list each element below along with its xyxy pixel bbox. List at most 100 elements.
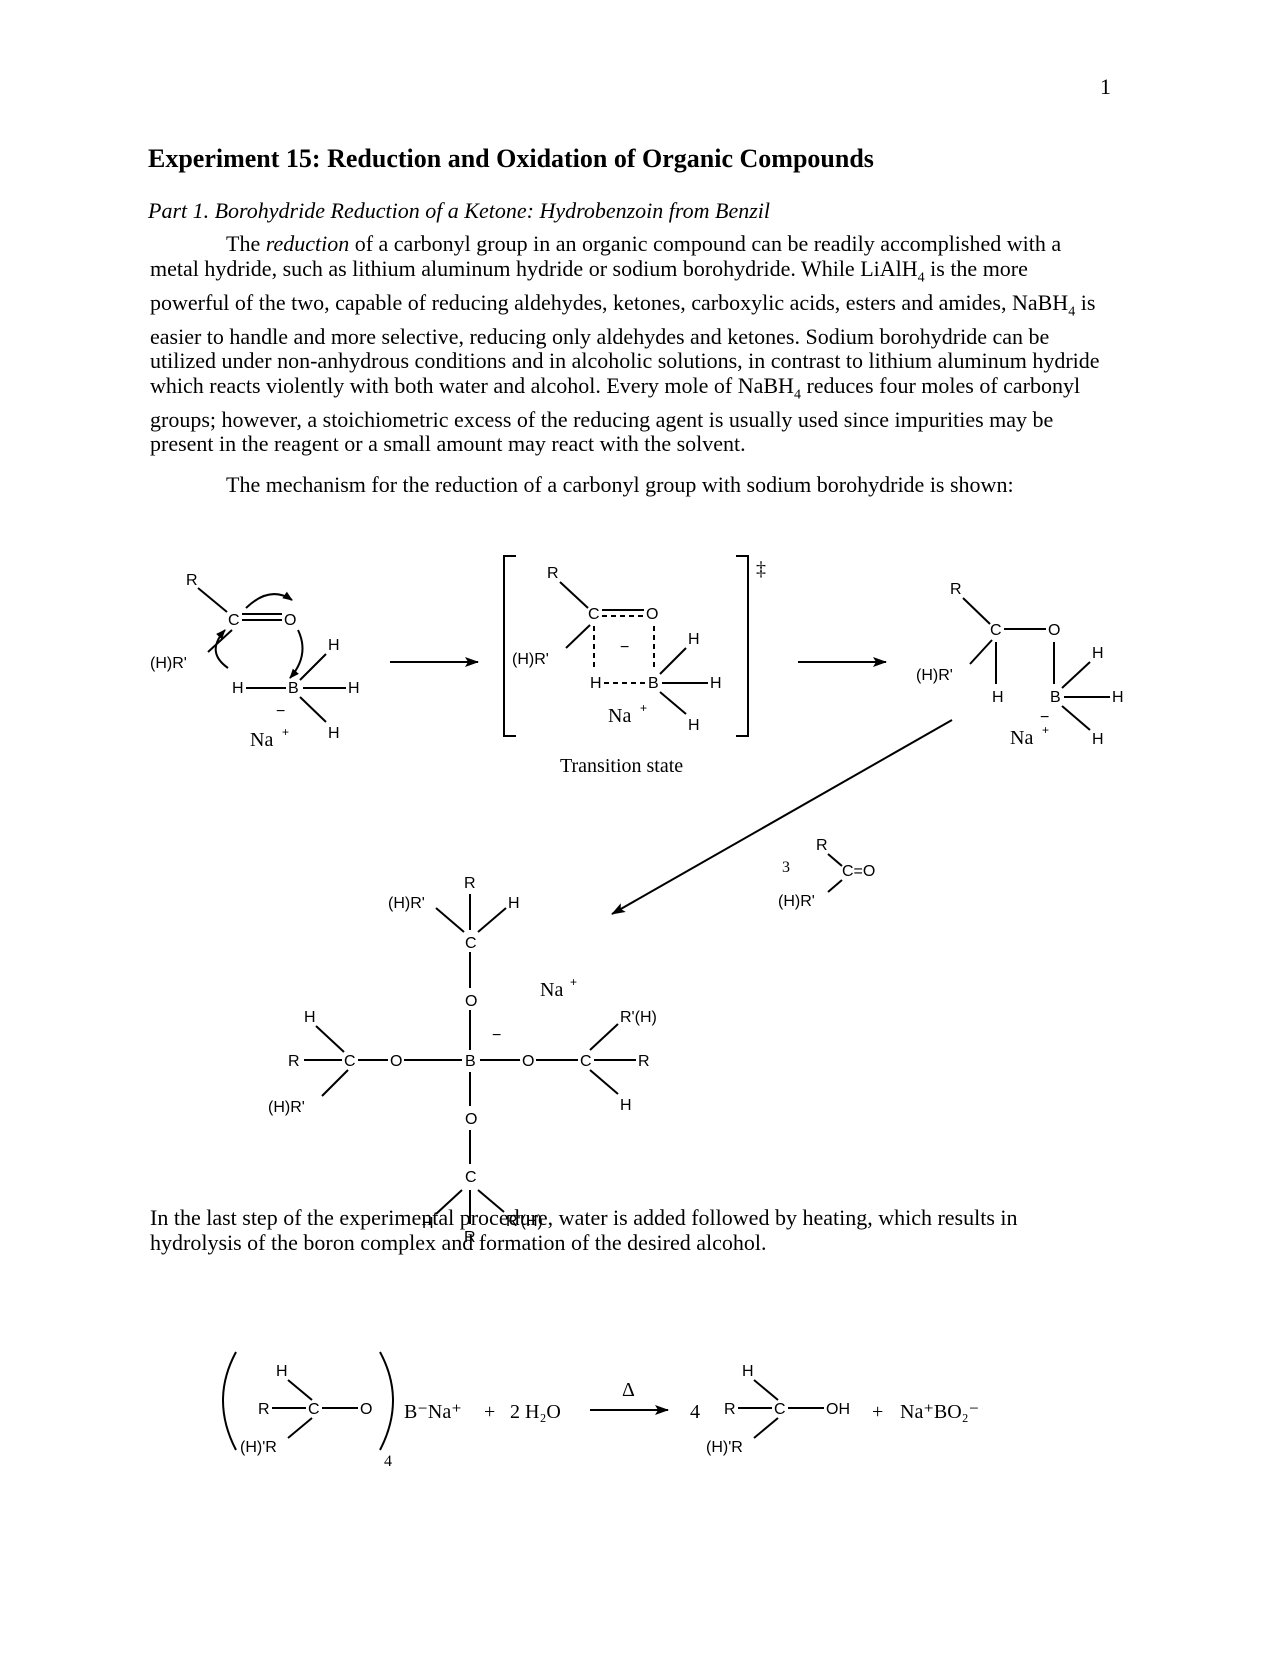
- atom-h: H: [1092, 731, 1104, 748]
- hydroxyl-group: OH: [826, 1401, 850, 1418]
- hydrolysis-paragraph: In the last step of the experimental pro…: [150, 1205, 1018, 1255]
- intro-emphasis: reduction: [265, 231, 350, 256]
- atom-h: H: [992, 689, 1004, 706]
- minus-sign: −: [276, 703, 285, 720]
- alkoxyborohydride: R C O (H)R' H B H H H − Na +: [916, 581, 1124, 749]
- minus-sign: −: [1040, 709, 1049, 726]
- atom-o: O: [284, 612, 296, 629]
- plus-sign: +: [1042, 723, 1049, 737]
- atom-h: H: [688, 717, 700, 734]
- atom-h: H: [742, 1363, 754, 1380]
- atom-r: R: [464, 1229, 476, 1246]
- atom-h: H: [710, 675, 722, 692]
- atom-o: O: [360, 1401, 372, 1418]
- atom-h: H: [348, 680, 360, 697]
- atom-o: O: [390, 1053, 402, 1070]
- atom-o: O: [465, 993, 477, 1010]
- part-heading: Part 1. Borohydride Reduction of a Keton…: [148, 198, 771, 223]
- atom-b: B: [1050, 689, 1061, 706]
- coefficient-4: 4: [690, 1401, 700, 1423]
- intro-text-0: The: [226, 231, 266, 256]
- atom-c: C: [588, 606, 600, 623]
- plus-sign: +: [484, 1401, 495, 1423]
- atom-c: C: [344, 1053, 356, 1070]
- mechanism-intro: The mechanism for the reduction of a car…: [226, 472, 1014, 497]
- metaborate: Na⁺BO₂⁻: [900, 1401, 979, 1423]
- page-number: 1: [1100, 74, 1111, 99]
- sodium-ion: Na: [250, 729, 273, 751]
- atom-o: O: [1048, 622, 1060, 639]
- atom-h: H: [590, 675, 602, 692]
- plus-sign: +: [570, 975, 577, 989]
- atom-h: H: [328, 725, 340, 742]
- atom-c: C: [580, 1053, 592, 1070]
- transition-state-label: Transition state: [560, 755, 683, 777]
- plus-sign: +: [282, 725, 289, 739]
- substituent-rh: R'(H): [506, 1213, 543, 1230]
- tetraalkoxyborate: R (H)R' H C O Na + − B O C R H (H)R' O C…: [268, 875, 657, 1246]
- atom-c: C: [465, 1169, 477, 1186]
- atom-r: R: [950, 581, 962, 598]
- substituent-hr: (H)R': [512, 651, 549, 668]
- atom-h: H: [688, 631, 700, 648]
- intro-text-3: is easier to handle and more selective, …: [150, 289, 1100, 398]
- water: 2 H₂O: [510, 1401, 561, 1423]
- atom-h: H: [1112, 689, 1124, 706]
- atom-h: H: [232, 680, 244, 697]
- substituent-hr2: (H)'R: [240, 1439, 277, 1456]
- atom-h: H: [276, 1363, 288, 1380]
- intro-text-2: is the more powerful of the two, capable…: [150, 255, 1069, 315]
- double-dagger: ‡: [756, 558, 766, 580]
- coefficient-3: 3: [782, 859, 790, 876]
- atom-r: R: [258, 1401, 270, 1418]
- atom-b: B: [465, 1053, 476, 1070]
- subscript: 4: [1068, 303, 1076, 319]
- atom-b: B: [648, 675, 659, 692]
- subscript: 4: [793, 387, 801, 403]
- atom-h: H: [620, 1097, 632, 1114]
- subscript-4: 4: [384, 1453, 392, 1470]
- atom-h: H: [508, 895, 520, 912]
- atom-r: R: [288, 1053, 300, 1070]
- substituent-hr: (H)R': [150, 655, 187, 672]
- atom-c: C: [308, 1401, 320, 1418]
- substituent-hr: (H)R': [916, 667, 953, 684]
- reactant-structure: R C O (H)R' H B H H H − Na +: [150, 572, 360, 751]
- plus-sign: +: [640, 701, 647, 715]
- atom-r: R: [724, 1401, 736, 1418]
- atom-h: H: [1092, 645, 1104, 662]
- minus-sign: −: [620, 639, 629, 656]
- atom-r: R: [638, 1053, 650, 1070]
- substituent-hr: (H)R': [388, 895, 425, 912]
- atom-h: H: [422, 1215, 434, 1232]
- minus-sign: −: [492, 1027, 501, 1044]
- substituent-hr: (H)R': [778, 893, 815, 910]
- atom-b: B: [288, 680, 299, 697]
- sodium-ion: Na: [1010, 727, 1033, 749]
- atom-r: R: [816, 837, 828, 854]
- atom-r: R: [547, 565, 559, 582]
- intro-paragraph: The reduction of a carbonyl group in an …: [150, 231, 1110, 457]
- atom-c: C: [990, 622, 1002, 639]
- atom-o: O: [522, 1053, 534, 1070]
- subscript: 4: [917, 269, 925, 285]
- document-title: Experiment 15: Reduction and Oxidation o…: [148, 144, 874, 173]
- borate-complex: B⁻Na⁺: [404, 1401, 462, 1423]
- carbonyl-group: C=O: [842, 863, 875, 880]
- intro-text-1: of a carbonyl group in an organic compou…: [150, 231, 1062, 281]
- substituent-rh: R'(H): [620, 1009, 657, 1026]
- sodium-ion: Na: [608, 705, 631, 727]
- atom-h: H: [304, 1009, 316, 1026]
- sodium-ion: Na: [540, 979, 563, 1001]
- atom-c: C: [228, 612, 240, 629]
- reaction-arrow: [611, 719, 953, 915]
- atom-c: C: [774, 1401, 786, 1418]
- substituent-hr2: (H)'R: [706, 1439, 743, 1456]
- intro-text-4: reduces four moles of carbonyl groups; h…: [150, 372, 1081, 457]
- plus-sign: +: [872, 1401, 883, 1423]
- atom-h: H: [328, 637, 340, 654]
- heat-symbol: Δ: [622, 1379, 635, 1401]
- atom-r: R: [464, 875, 476, 892]
- atom-o: O: [465, 1111, 477, 1128]
